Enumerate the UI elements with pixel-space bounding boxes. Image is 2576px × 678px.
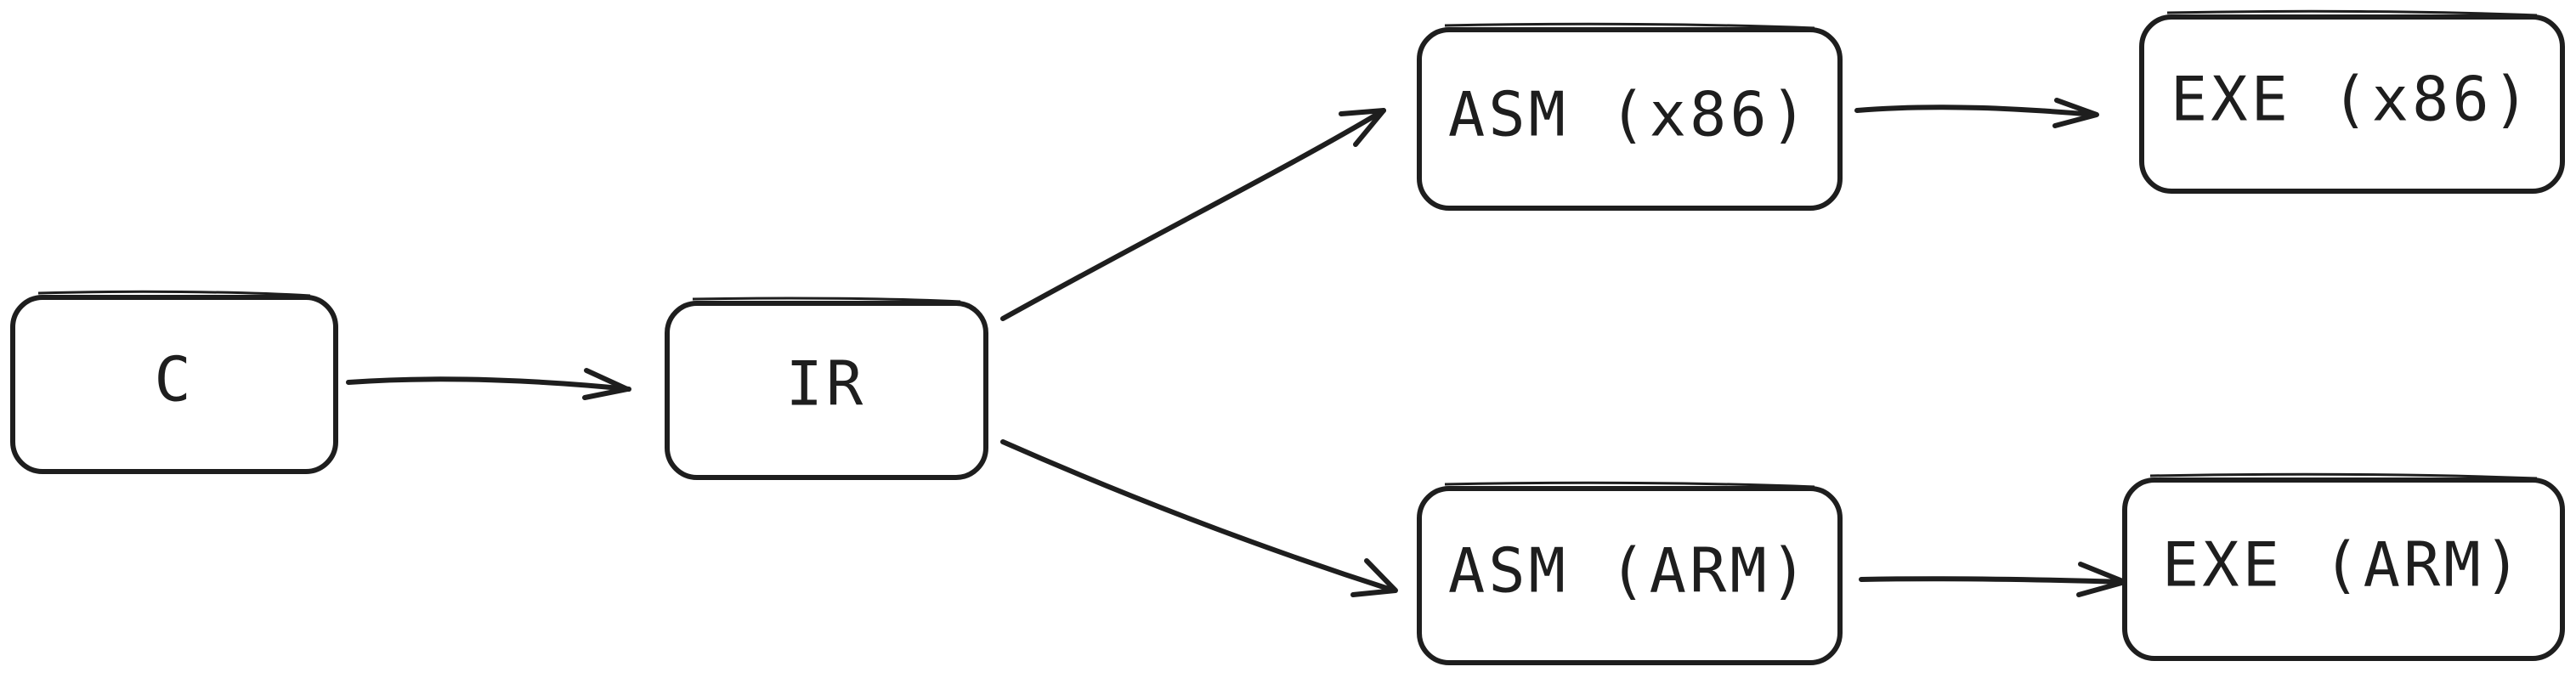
node-ir: IR [665,297,988,480]
edges [346,98,2127,597]
node-c: C [10,290,338,474]
node-label-exe-x86: EXE (x86) [2171,64,2533,135]
node-asm-x86: ASM (x86) [1417,22,1843,211]
node-label-exe-arm: EXE (ARM) [2162,529,2524,601]
edge-ir-to-asm-arm [1000,439,1398,597]
edge-c-to-ir [346,368,631,400]
node-exe-arm: EXE (ARM) [2122,472,2565,661]
node-label-asm-arm: ASM (ARM) [1448,535,1810,607]
node-label-ir: IR [786,348,867,420]
node-label-asm-x86: ASM (x86) [1448,79,1810,150]
node-asm-arm: ASM (ARM) [1417,481,1843,665]
edge-asm-arm-to-exe-arm [1859,562,2127,597]
node-label-c: C [154,344,194,415]
node-exe-x86: EXE (x86) [2139,9,2565,194]
edge-ir-to-asm-x86 [1000,108,1386,321]
edge-asm-x86-to-exe-x86 [1854,98,2099,128]
nodes: C IR ASM (x86) EXE (x86) ASM (ARM) EXE (… [10,9,2565,665]
